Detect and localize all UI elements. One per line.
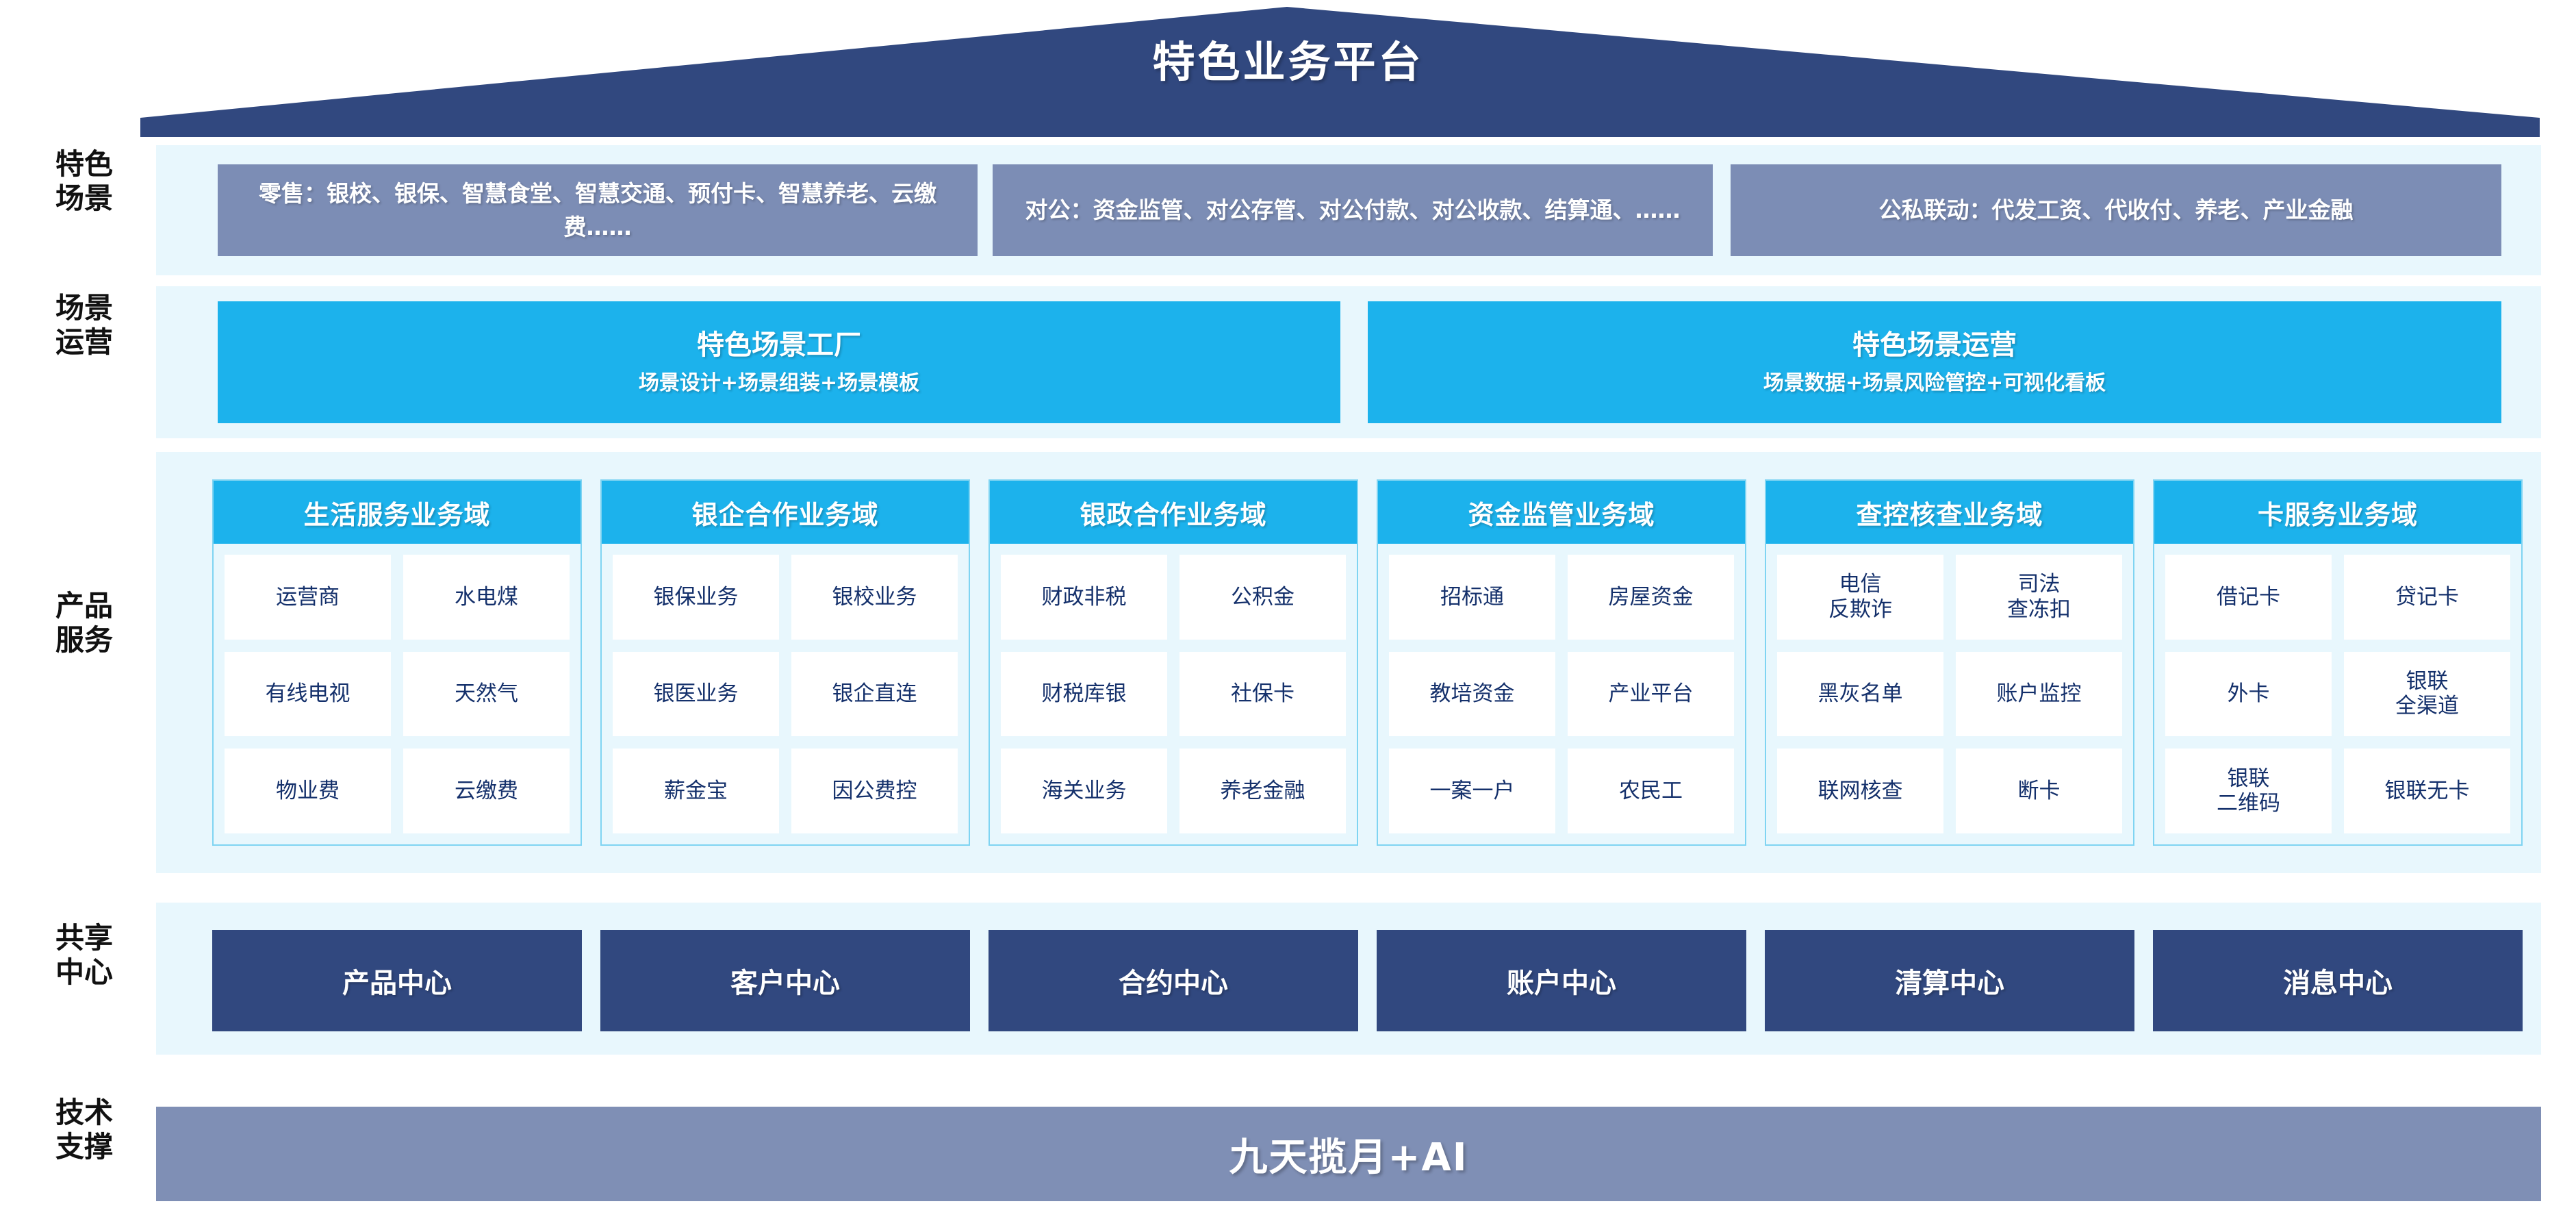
rail-label-operation: 场景 运营 <box>19 291 149 359</box>
rail-label-line1: 技术 <box>55 1096 113 1129</box>
page-title: 特色业务平台 <box>1152 37 1424 87</box>
center-card-contract[interactable]: 合约中心 <box>989 930 1358 1031</box>
operation-box-scene-operation[interactable]: 特色场景运营 场景数据+场景风险管控+可视化看板 <box>1368 301 2501 423</box>
domain-cell[interactable]: 薪金宝 <box>613 749 779 833</box>
domain-cell[interactable]: 黑灰名单 <box>1777 651 1943 737</box>
roof-shape-icon <box>140 7 2540 137</box>
domain-cell-grid: 电信 反欺诈 司法 查冻扣 黑灰名单 账户监控 联网核查 断卡 <box>1766 544 2133 844</box>
domain-cell[interactable]: 水电煤 <box>403 555 570 640</box>
domain-cell-grid: 招标通 房屋资金 教培资金 产业平台 一案一户 农民工 <box>1378 544 1745 844</box>
domain-cell-grid: 银保业务 银校业务 银医业务 银企直连 薪金宝 因公费控 <box>602 544 969 844</box>
domain-title: 生活服务业务域 <box>214 481 581 544</box>
domain-column-bank-government[interactable]: 银政合作业务域 财政非税 公积金 财税库银 社保卡 海关业务 养老金融 <box>989 479 1358 846</box>
rail-label-tech-support: 技术 支撑 <box>19 1096 149 1164</box>
domain-cell[interactable]: 有线电视 <box>225 651 391 737</box>
domain-column-investigation[interactable]: 查控核查业务域 电信 反欺诈 司法 查冻扣 黑灰名单 账户监控 联网核查 断卡 <box>1765 479 2134 846</box>
domain-cell[interactable]: 贷记卡 <box>2344 555 2510 640</box>
domain-title: 卡服务业务域 <box>2154 481 2521 544</box>
scenario-box-public-private[interactable]: 公私联动：代发工资、代收付、养老、产业金融 <box>1731 164 2501 256</box>
domain-cell[interactable]: 因公费控 <box>791 749 958 833</box>
domain-cell[interactable]: 银保业务 <box>613 555 779 640</box>
rail-label-line2: 运营 <box>55 325 113 359</box>
rail-label-product-service: 产品 服务 <box>19 589 149 657</box>
domain-title: 资金监管业务域 <box>1378 481 1745 544</box>
domain-cell[interactable]: 银联无卡 <box>2344 749 2510 833</box>
domain-cell[interactable]: 物业费 <box>225 749 391 833</box>
domain-cell[interactable]: 外卡 <box>2165 651 2332 737</box>
operation-title: 特色场景工厂 <box>697 329 861 361</box>
domain-cell[interactable]: 一案一户 <box>1389 749 1555 833</box>
center-card-customer[interactable]: 客户中心 <box>600 930 970 1031</box>
rail-label-line1: 产品 <box>55 589 113 623</box>
domain-cell[interactable]: 产业平台 <box>1568 651 1734 737</box>
rail-label-scenario: 特色 场景 <box>19 147 149 215</box>
domain-cell[interactable]: 电信 反欺诈 <box>1777 555 1943 640</box>
rail-label-line1: 特色 <box>55 147 113 181</box>
domain-cell[interactable]: 银校业务 <box>791 555 958 640</box>
domain-title: 银政合作业务域 <box>990 481 1357 544</box>
domain-column-bank-enterprise[interactable]: 银企合作业务域 银保业务 银校业务 银医业务 银企直连 薪金宝 因公费控 <box>600 479 970 846</box>
domain-cell[interactable]: 联网核查 <box>1777 749 1943 833</box>
rail-label-shared-center: 共享 中心 <box>19 921 149 989</box>
domain-title: 查控核查业务域 <box>1766 481 2133 544</box>
center-card-product[interactable]: 产品中心 <box>212 930 582 1031</box>
domain-cell[interactable]: 养老金融 <box>1179 749 1346 833</box>
platform-roof: 特色业务平台 <box>0 0 2576 140</box>
domain-cell[interactable]: 社保卡 <box>1179 651 1346 737</box>
operation-title: 特色场景运营 <box>1852 329 2017 361</box>
domain-cell[interactable]: 账户监控 <box>1956 651 2122 737</box>
domain-column-fund-supervision[interactable]: 资金监管业务域 招标通 房屋资金 教培资金 产业平台 一案一户 农民工 <box>1377 479 1746 846</box>
domain-cell-grid: 运营商 水电煤 有线电视 天然气 物业费 云缴费 <box>214 544 581 844</box>
center-card-message[interactable]: 消息中心 <box>2153 930 2523 1031</box>
domain-cell[interactable]: 财政非税 <box>1001 555 1167 640</box>
rail-label-line2: 场景 <box>55 181 113 215</box>
rail-label-line2: 服务 <box>55 623 113 657</box>
domain-cell[interactable]: 断卡 <box>1956 749 2122 833</box>
domain-cell-grid: 财政非税 公积金 财税库银 社保卡 海关业务 养老金融 <box>990 544 1357 844</box>
scenario-box-retail[interactable]: 零售：银校、银保、智慧食堂、智慧交通、预付卡、智慧养老、云缴费…… <box>218 164 978 256</box>
rail-label-line2: 中心 <box>55 955 113 989</box>
domain-cell[interactable]: 教培资金 <box>1389 651 1555 737</box>
domain-cell[interactable]: 云缴费 <box>403 749 570 833</box>
domain-column-card-service[interactable]: 卡服务业务域 借记卡 贷记卡 外卡 银联 全渠道 银联 二维码 银联无卡 <box>2153 479 2523 846</box>
domain-cell[interactable]: 银联 全渠道 <box>2344 651 2510 737</box>
domain-cell[interactable]: 运营商 <box>225 555 391 640</box>
domain-cell[interactable]: 海关业务 <box>1001 749 1167 833</box>
domain-cell[interactable]: 农民工 <box>1568 749 1734 833</box>
domain-title: 银企合作业务域 <box>602 481 969 544</box>
domain-cell[interactable]: 银医业务 <box>613 651 779 737</box>
rail-label-line2: 支撑 <box>55 1129 113 1164</box>
operation-subtitle: 场景设计+场景组装+场景模板 <box>638 371 920 395</box>
domain-cell[interactable]: 招标通 <box>1389 555 1555 640</box>
domain-cell[interactable]: 房屋资金 <box>1568 555 1734 640</box>
domain-cell[interactable]: 司法 查冻扣 <box>1956 555 2122 640</box>
domain-cell[interactable]: 天然气 <box>403 651 570 737</box>
tech-support-bar[interactable]: 九天揽月+AI <box>156 1107 2541 1201</box>
center-card-account[interactable]: 账户中心 <box>1377 930 1746 1031</box>
domain-cell[interactable]: 借记卡 <box>2165 555 2332 640</box>
domain-cell[interactable]: 财税库银 <box>1001 651 1167 737</box>
domain-cell[interactable]: 银企直连 <box>791 651 958 737</box>
domain-cell[interactable]: 公积金 <box>1179 555 1346 640</box>
domain-cell-grid: 借记卡 贷记卡 外卡 银联 全渠道 银联 二维码 银联无卡 <box>2154 544 2521 844</box>
domain-column-life-service[interactable]: 生活服务业务域 运营商 水电煤 有线电视 天然气 物业费 云缴费 <box>212 479 582 846</box>
scenario-box-corporate[interactable]: 对公：资金监管、对公存管、对公付款、对公收款、结算通、…… <box>993 164 1713 256</box>
operation-subtitle: 场景数据+场景风险管控+可视化看板 <box>1763 371 2106 395</box>
domain-cell[interactable]: 银联 二维码 <box>2165 749 2332 833</box>
center-card-clearing[interactable]: 清算中心 <box>1765 930 2134 1031</box>
rail-label-line1: 共享 <box>55 921 113 955</box>
operation-box-scene-factory[interactable]: 特色场景工厂 场景设计+场景组装+场景模板 <box>218 301 1340 423</box>
rail-label-line1: 场景 <box>55 291 113 325</box>
